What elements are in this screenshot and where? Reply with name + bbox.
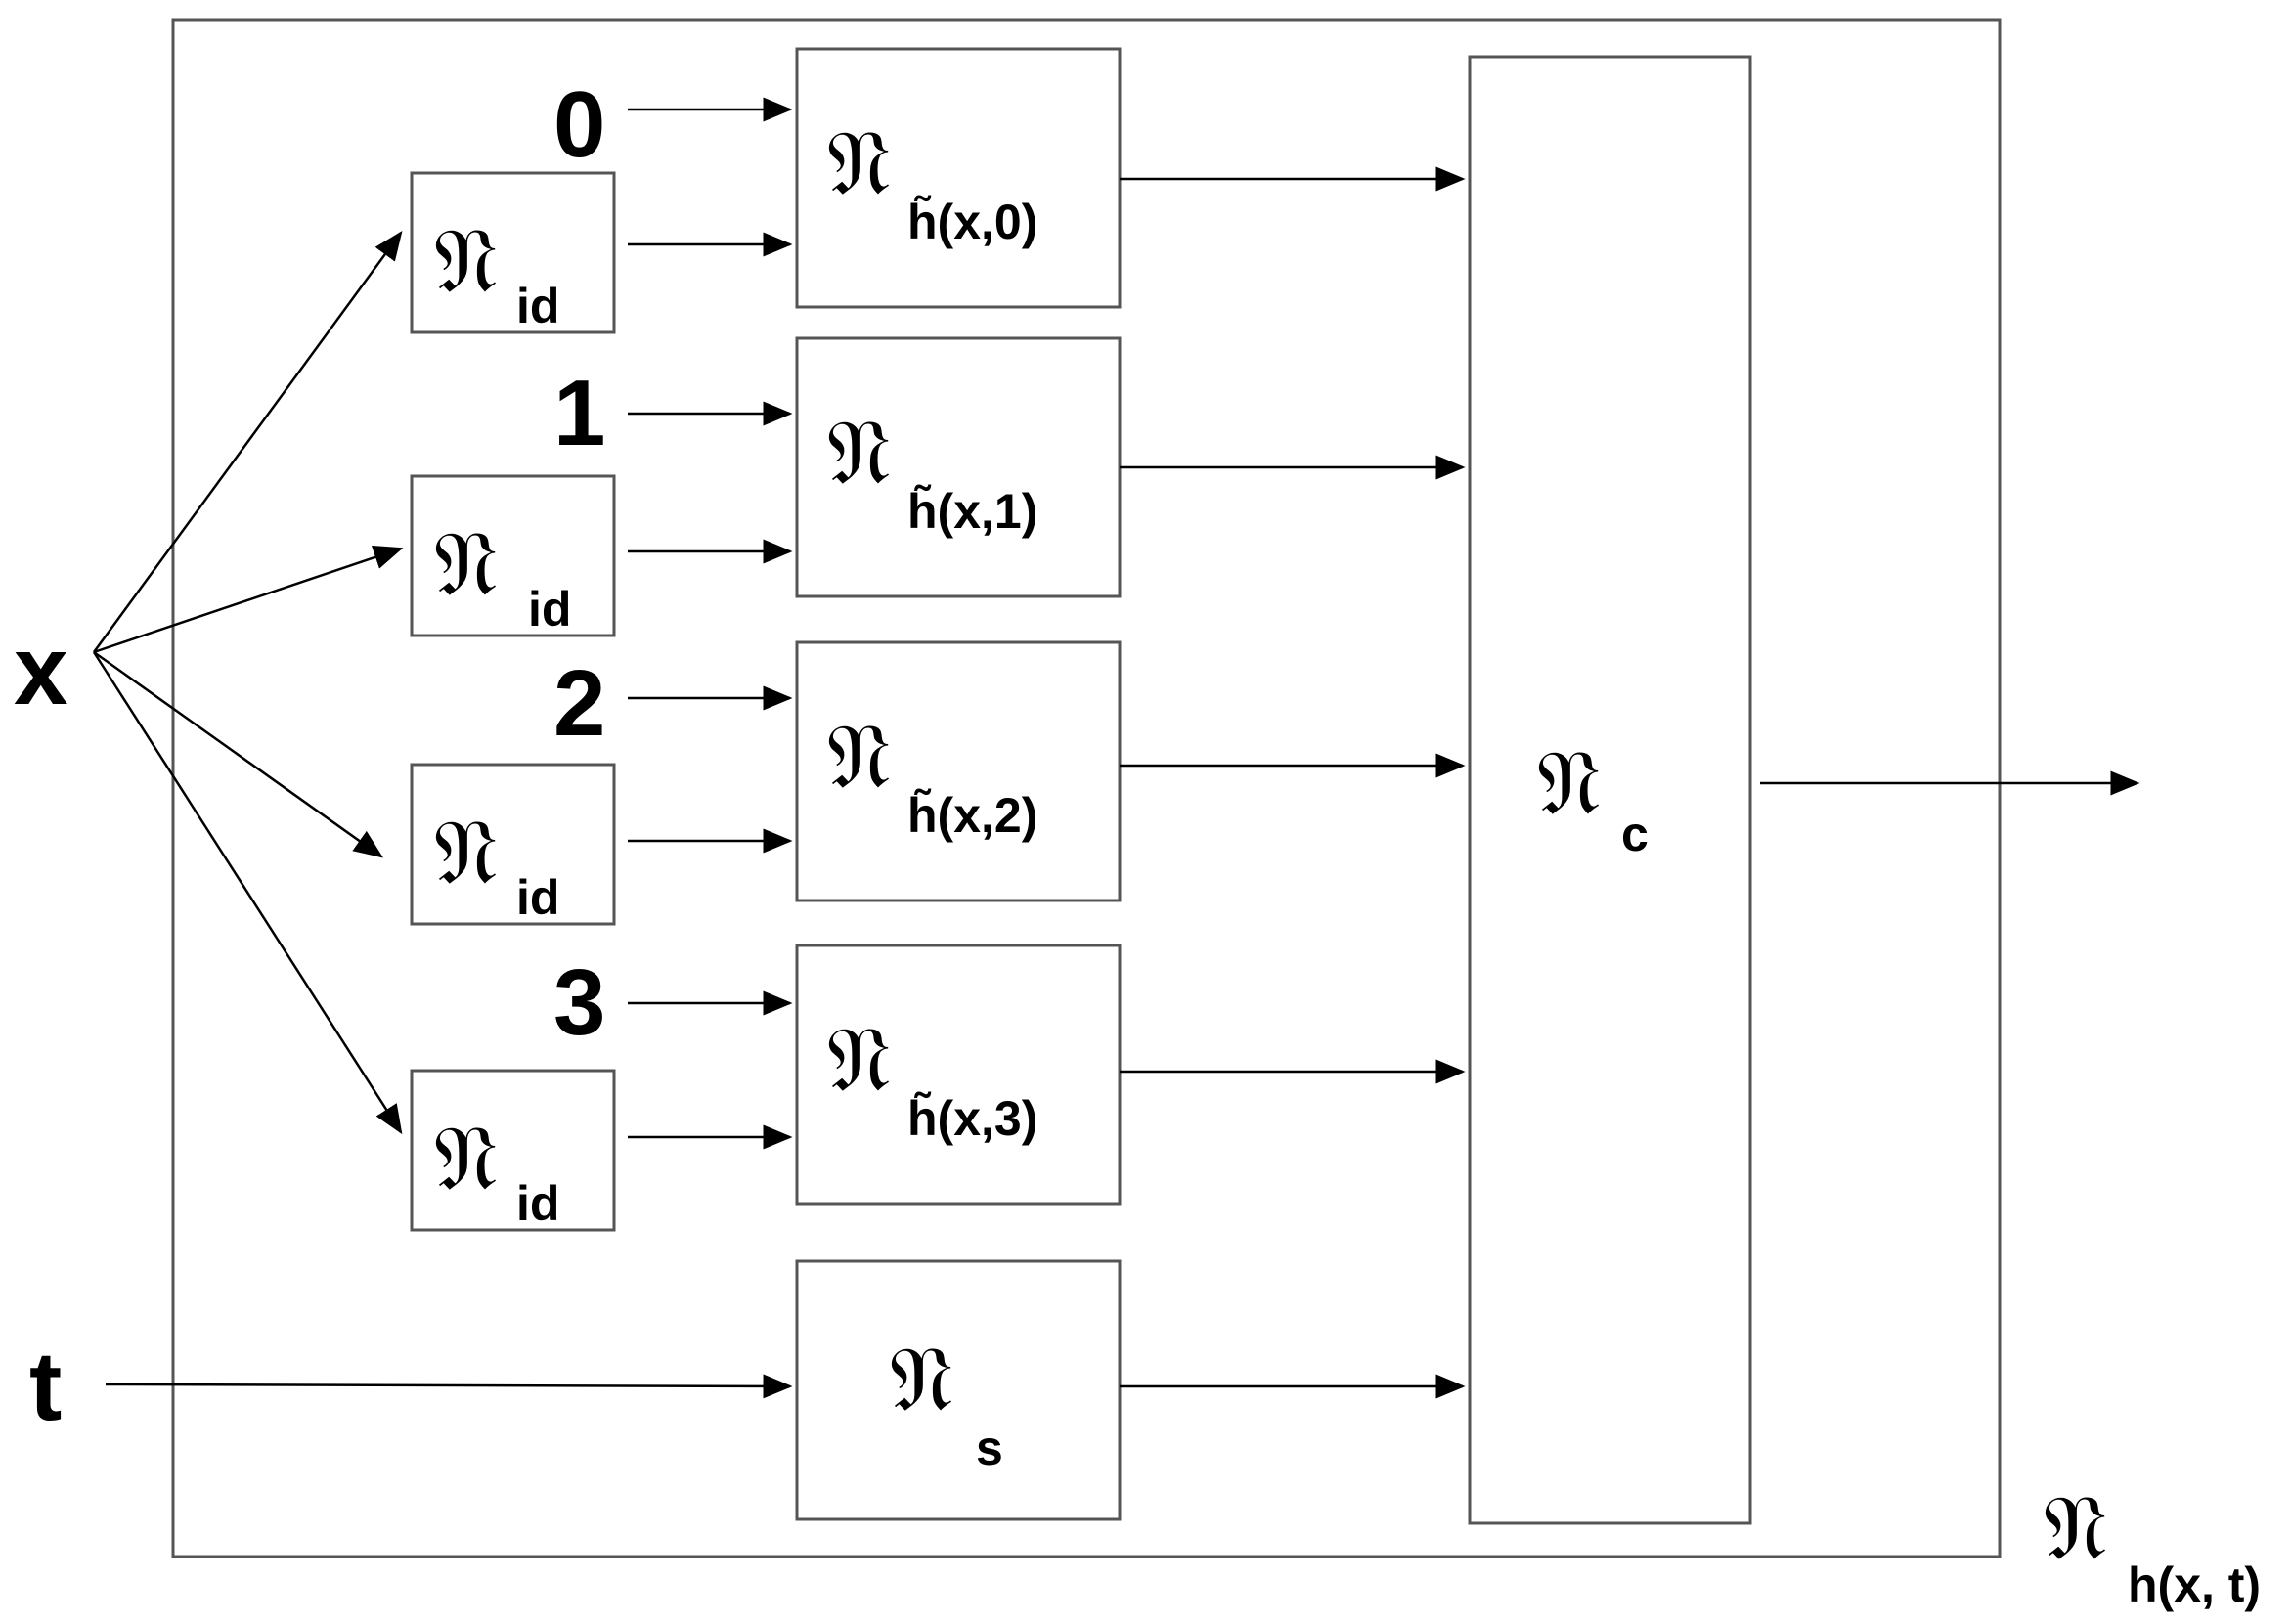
identity-subscript: id [528,582,571,636]
s-subscript: s [976,1421,1003,1475]
arrow-x-to-id-3 [92,651,403,1135]
identity-symbol: 𝔑 [434,800,498,904]
identity-symbol: 𝔑 [434,511,498,616]
constant-3-label: 3 [553,950,605,1055]
outer-network-subscript: h(x, t) [2128,1558,2261,1612]
input-x-label: x [14,616,68,725]
combiner-node: 𝔑 c [1468,55,1752,1525]
h-symbol: 𝔑 [827,110,891,215]
h-node-1: 𝔑 h̃(x,1) [795,336,1122,598]
outer-network-box [171,18,2002,1558]
identity-subscript: id [516,279,559,333]
identity-symbol: 𝔑 [434,1106,498,1210]
h-subscript: h̃(x,3) [907,1091,1037,1146]
outer-network-symbol: 𝔑 [2044,1475,2107,1580]
h-node-3: 𝔑 h̃(x,3) [795,944,1122,1206]
arrow-x-to-id-0 [92,230,403,653]
h-symbol: 𝔑 [827,400,891,505]
identity-node-0: 𝔑 id [410,171,616,334]
h-subscript: h̃(x,0) [907,195,1037,249]
identity-subscript: id [516,1176,559,1231]
s-symbol: 𝔑 [890,1327,953,1431]
constant-2-label: 2 [553,651,605,756]
h-symbol: 𝔑 [827,704,891,809]
combiner-subscript: c [1621,807,1649,861]
constant-0-label: 0 [553,72,605,177]
h-node-2: 𝔑 h̃(x,2) [795,640,1122,902]
identity-node-2: 𝔑 id [410,763,616,926]
identity-symbol: 𝔑 [434,208,498,313]
input-t-label: t [29,1332,62,1441]
h-subscript: h̃(x,1) [907,484,1037,539]
identity-node-1: 𝔑 id [410,474,616,637]
s-node: 𝔑 s [795,1259,1122,1521]
h-subscript: h̃(x,2) [907,788,1037,843]
arrow-t-to-s [105,1374,793,1399]
identity-subscript: id [516,870,559,925]
h-symbol: 𝔑 [827,1007,891,1112]
identity-node-3: 𝔑 id [410,1069,616,1232]
arrow-x-to-id-2 [93,650,384,858]
combiner-symbol: 𝔑 [1537,730,1601,835]
h-node-0: 𝔑 h̃(x,0) [795,47,1122,309]
arrow-x-to-id-1 [93,545,404,654]
constant-1-label: 1 [553,361,605,465]
